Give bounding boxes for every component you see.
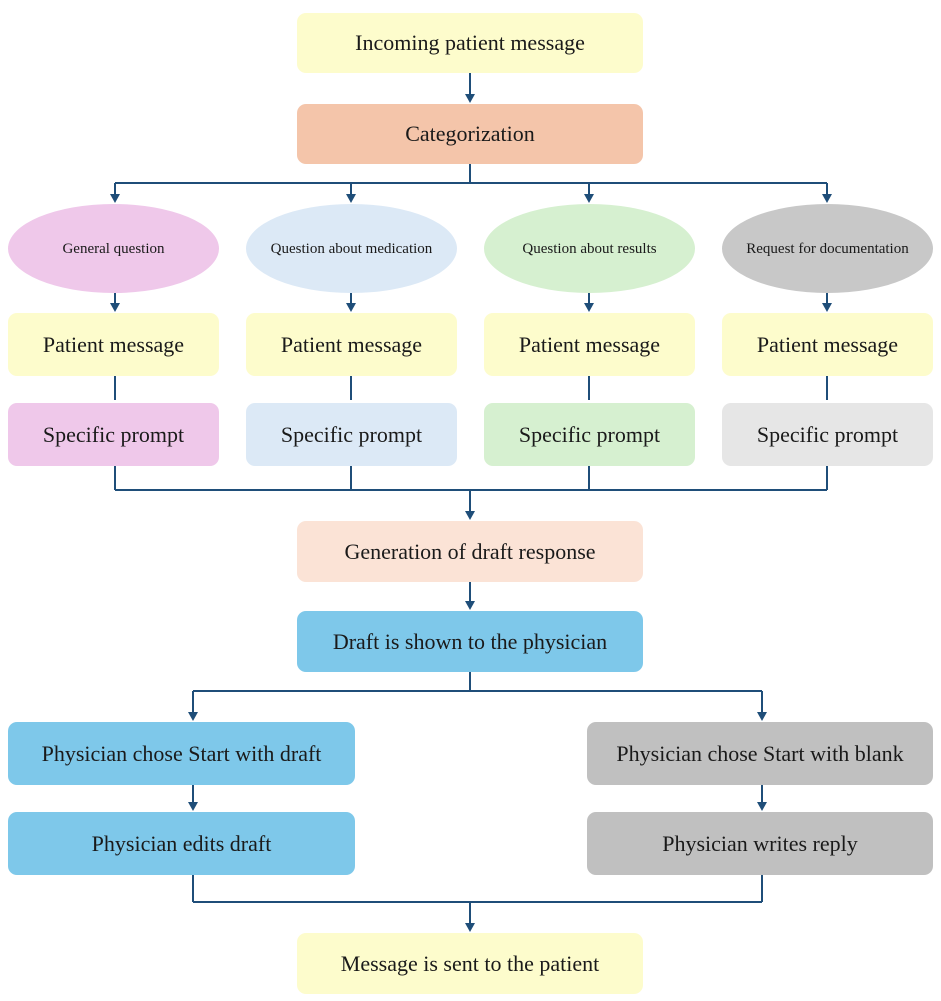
category-oval-general: General question: [8, 204, 219, 293]
start-with-draft-box: Physician chose Start with draft: [8, 722, 355, 785]
specific-prompt-box-general: Specific prompt: [8, 403, 219, 466]
specific-prompt-box-results: Specific prompt: [484, 403, 695, 466]
edits-draft-box: Physician edits draft: [8, 812, 355, 875]
message-sent-box: Message is sent to the patient: [297, 933, 643, 994]
category-oval-documentation: Request for documentation: [722, 204, 933, 293]
generation-box: Generation of draft response: [297, 521, 643, 582]
patient-message-box: Patient message: [8, 313, 219, 376]
categorization-box: Categorization: [297, 104, 643, 164]
patient-message-box: Patient message: [246, 313, 457, 376]
category-oval-medication: Question about medication: [246, 204, 457, 293]
patient-message-box: Patient message: [722, 313, 933, 376]
category-oval-results: Question about results: [484, 204, 695, 293]
patient-message-box: Patient message: [484, 313, 695, 376]
writes-reply-box: Physician writes reply: [587, 812, 933, 875]
start-with-blank-box: Physician chose Start with blank: [587, 722, 933, 785]
incoming-message-box: Incoming patient message: [297, 13, 643, 73]
draft-shown-box: Draft is shown to the physician: [297, 611, 643, 672]
specific-prompt-box-medication: Specific prompt: [246, 403, 457, 466]
specific-prompt-box-documentation: Specific prompt: [722, 403, 933, 466]
